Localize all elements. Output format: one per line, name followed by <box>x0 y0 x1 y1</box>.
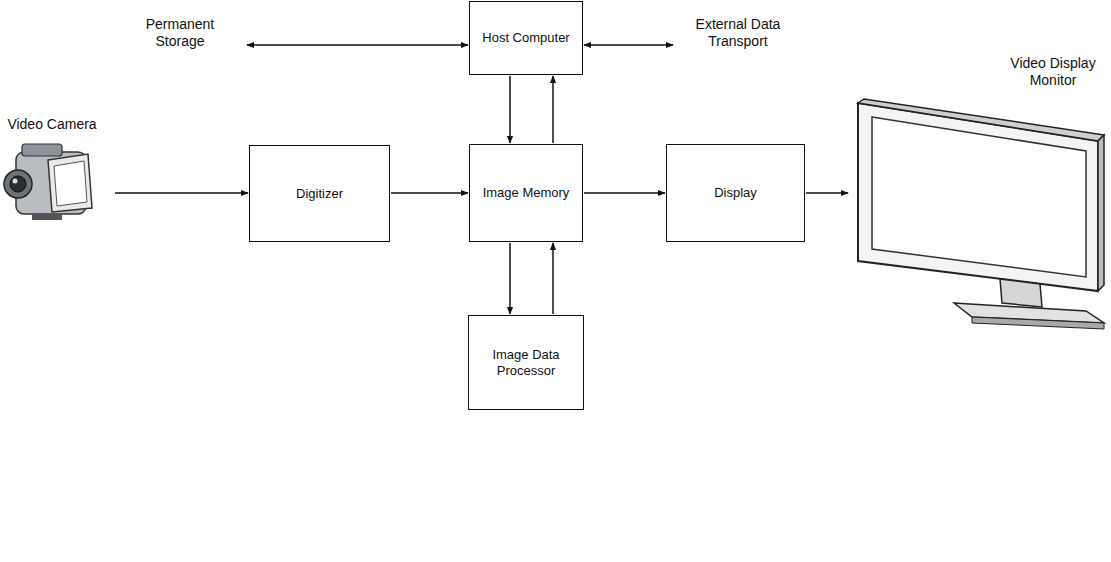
flow-arrow <box>509 243 511 314</box>
node-label: Host Computer <box>482 30 569 46</box>
flow-arrow <box>552 76 554 143</box>
flow-arrow <box>552 243 554 314</box>
process-box: Image Memory <box>469 144 583 242</box>
node-label: Image Memory <box>483 185 570 201</box>
video-camera-icon <box>2 134 102 226</box>
flow-arrow <box>584 44 673 46</box>
process-box: Display <box>666 144 805 242</box>
node-label: External Data Transport <box>683 16 793 50</box>
io-endpoint: Permanent Storage <box>125 10 235 56</box>
node-label: Display <box>714 185 757 201</box>
monitor-icon <box>850 55 1108 335</box>
process-box: Digitizer <box>249 145 390 242</box>
node-label: Permanent Storage <box>125 16 235 50</box>
node-label: Video Camera <box>0 116 104 133</box>
flow-arrow <box>584 192 665 194</box>
device-node: Video Camera <box>0 114 112 226</box>
process-box: Image Data Processor <box>468 315 584 410</box>
device-node: Video Display Monitor <box>850 55 1108 335</box>
flow-arrow <box>391 192 468 194</box>
flow-arrow <box>247 44 468 46</box>
node-label: Digitizer <box>296 186 343 202</box>
flow-arrow <box>806 192 848 194</box>
io-endpoint: External Data Transport <box>683 10 793 56</box>
flow-arrow <box>509 76 511 143</box>
process-box: Host Computer <box>469 1 583 75</box>
node-label: Image Data Processor <box>475 347 577 379</box>
node-label: Video Display Monitor <box>998 55 1108 89</box>
flow-arrow <box>115 192 248 194</box>
